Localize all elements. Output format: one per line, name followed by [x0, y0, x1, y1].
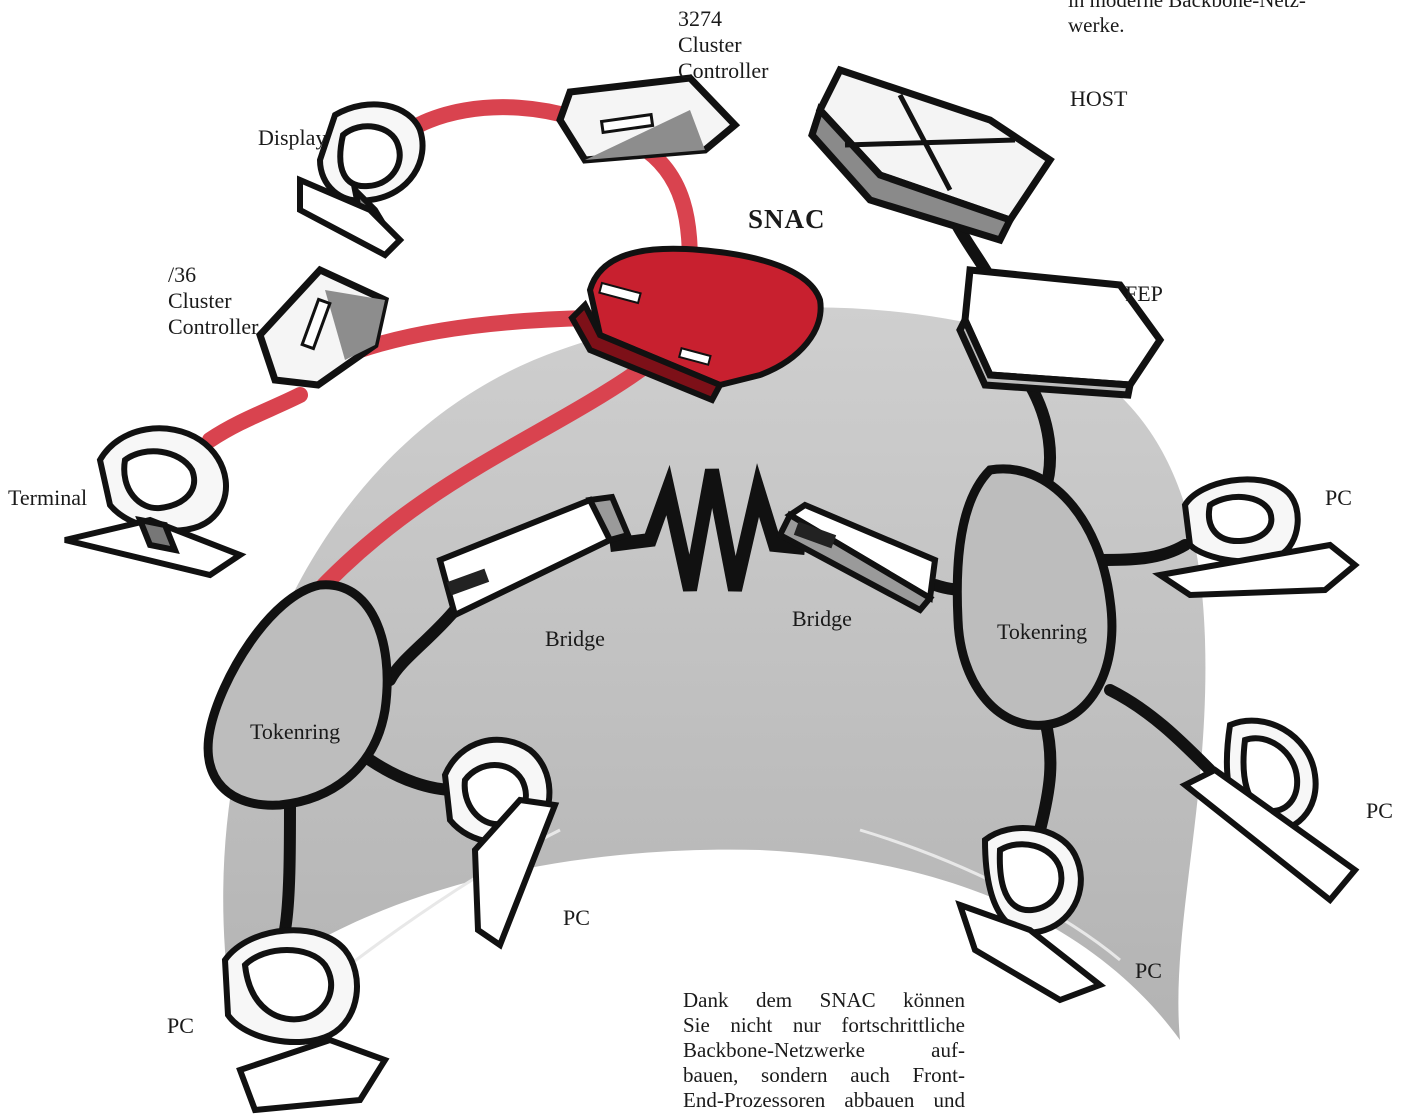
- label-36-line-3: Controller: [168, 314, 258, 340]
- label-3274-line-3: Controller: [678, 58, 768, 84]
- top-note-text: in moderne Backbone-Netz- werke.: [1068, 0, 1398, 38]
- label-tokenring-left: Tokenring: [250, 719, 340, 745]
- label-36-line-1: /36: [168, 262, 258, 288]
- label-host: HOST: [1070, 86, 1127, 112]
- label-pc-right-bottom: PC: [1135, 958, 1162, 984]
- top-note-line-1: in moderne Backbone-Netz-: [1068, 0, 1398, 13]
- cable-tokenring-left-to-pc-bottom: [285, 800, 290, 930]
- tokenring-left-shape: [208, 585, 387, 806]
- cluster-controller-36-device: [260, 270, 385, 385]
- pc-right-mid-device: [1185, 721, 1355, 900]
- host-device: [812, 70, 1050, 240]
- caption-line-2: Sie nicht nur fortschrittliche: [683, 1013, 965, 1038]
- label-36-line-2: Cluster: [168, 288, 258, 314]
- label-pc-right-mid: PC: [1366, 798, 1393, 824]
- label-display: Display: [258, 125, 326, 151]
- label-3274-line-2: Cluster: [678, 32, 768, 58]
- label-pc-left-bottom: PC: [167, 1013, 194, 1039]
- caption-paragraph: Dank dem SNAC können Sie nicht nur forts…: [683, 988, 965, 1113]
- label-fep: FEP: [1125, 281, 1163, 307]
- cluster-controller-3274-device: [560, 78, 735, 160]
- link-36-to-terminal: [210, 395, 300, 440]
- caption-line-5: End-Prozessoren abbauen und: [683, 1088, 965, 1113]
- label-terminal: Terminal: [8, 485, 87, 511]
- top-note-line-2: werke.: [1068, 13, 1398, 38]
- caption-line-1: Dank dem SNAC können: [683, 988, 965, 1013]
- label-3274-cluster-controller: 3274 Cluster Controller: [678, 6, 768, 84]
- label-36-cluster-controller: /36 Cluster Controller: [168, 262, 258, 340]
- label-snac: SNAC: [748, 206, 826, 232]
- label-bridge-right: Bridge: [792, 606, 852, 632]
- label-pc-right-top: PC: [1325, 485, 1352, 511]
- caption-line-4: bauen, sondern auch Front-: [683, 1063, 965, 1088]
- caption-line-3: Backbone-Netzwerke auf-: [683, 1038, 965, 1063]
- terminal-device: [65, 428, 240, 575]
- label-bridge-left: Bridge: [545, 626, 605, 652]
- label-pc-center: PC: [563, 905, 590, 931]
- label-tokenring-right: Tokenring: [997, 619, 1087, 645]
- label-3274-line-1: 3274: [678, 6, 768, 32]
- link-snac-to-36: [360, 318, 590, 350]
